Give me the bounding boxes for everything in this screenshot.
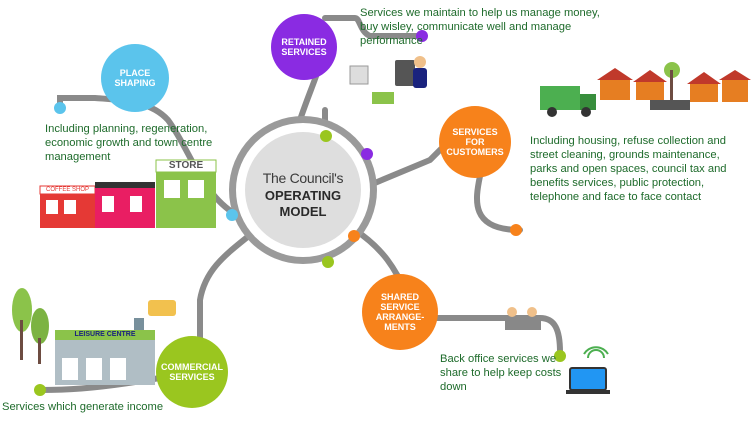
coffee-shop-sign: COFFEE SHOP — [45, 187, 89, 193]
place-shaping-description: Including planning, regeneration, econom… — [45, 123, 213, 163]
bubble-retained-services — [271, 14, 337, 80]
shared-office-illustration — [505, 307, 610, 394]
ring-dot-green-bottom — [322, 256, 334, 268]
commercial-services-label: COMMERCIAL SERVICES — [161, 362, 223, 382]
leisure-centre-illustration — [12, 288, 176, 385]
shared-service-label: SHARED SERVICE ARRANGE-MENTS — [375, 292, 425, 332]
services-for-customers-description: Including housing, refuse collection and… — [530, 135, 727, 203]
retained-services-label: RETAINED SERVICES — [281, 37, 327, 57]
center-subtitle: OPERATING MODEL — [248, 188, 358, 220]
ring-dot-green-top — [320, 130, 332, 142]
connector-retained-top — [322, 15, 423, 39]
shops-illustration — [39, 159, 217, 228]
commercial-services-description: Services which generate income — [2, 401, 164, 413]
place-shaping-label: PLACE SHAPING — [114, 68, 156, 88]
office-worker-illustration — [349, 56, 427, 104]
bubble-place-shaping — [101, 44, 169, 112]
center-title: The Council's — [262, 170, 344, 186]
end-dot-shared — [554, 350, 566, 362]
connector-shared-right — [422, 315, 563, 355]
connector-customers — [367, 137, 453, 188]
end-dot-customers — [510, 224, 522, 236]
bubble-commercial-services — [156, 336, 228, 408]
ring-dot-purple — [361, 148, 373, 160]
truck-houses-illustration — [540, 62, 751, 117]
store-sign: STORE — [168, 160, 204, 171]
bubble-services-for-customers — [439, 106, 511, 178]
services-for-customers-label: SERVICES FOR CUSTOMERS — [446, 127, 504, 157]
end-dot-commercial — [34, 384, 46, 396]
bubble-shared-service — [362, 274, 438, 350]
leisure-centre-sign: LEISURE CENTRE — [74, 331, 136, 338]
connector-commercial — [197, 232, 253, 343]
retained-services-description: Services we maintain to help us manage m… — [360, 7, 600, 47]
end-dot-retained — [416, 30, 428, 42]
connector-customers-down — [474, 173, 523, 233]
ring-dot-orange — [348, 230, 360, 242]
ring-dot-blue — [226, 209, 238, 221]
end-dot-place — [54, 102, 66, 114]
center-subtitle-line2: MODEL — [279, 204, 327, 219]
center-subtitle-line1: OPERATING — [264, 188, 342, 203]
shared-service-description: Back office services we share to help ke… — [440, 353, 562, 393]
center-hub — [229, 116, 377, 264]
